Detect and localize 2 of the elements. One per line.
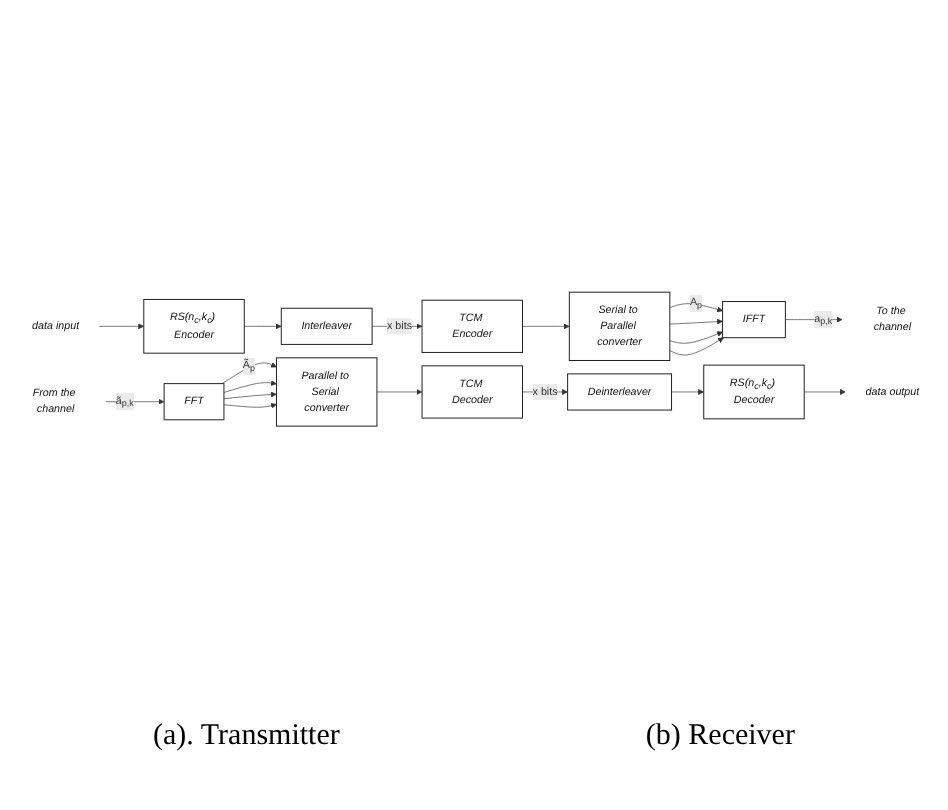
caption-text: (b) Receiver — [645, 720, 795, 754]
caption-text: (a). Transmitter — [153, 720, 340, 754]
